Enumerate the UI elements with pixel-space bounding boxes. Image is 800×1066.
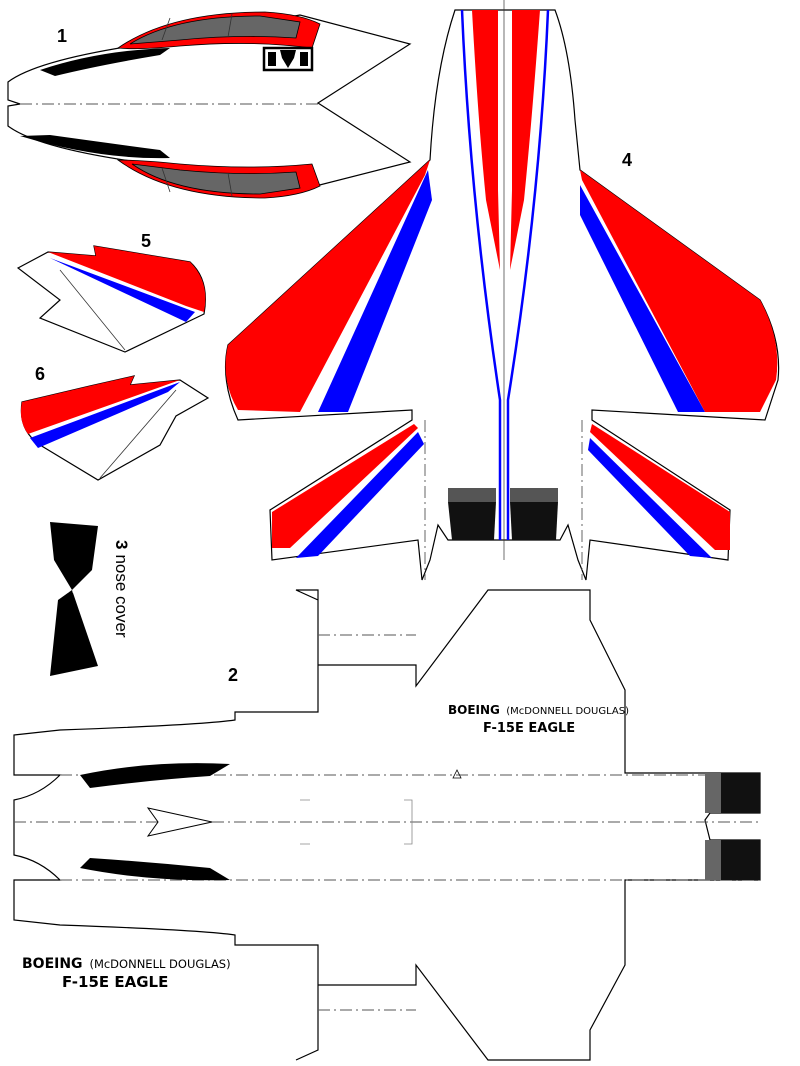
right-stab-blue bbox=[588, 438, 712, 558]
title-upper: BOEING (McDONNELL DOUGLAS) F-15E EAGLE bbox=[448, 703, 629, 736]
fin-blue-stripe bbox=[50, 258, 195, 322]
left-wing-blue bbox=[318, 170, 432, 412]
left-wing-red bbox=[225, 160, 430, 412]
part-number-4: 4 bbox=[622, 150, 632, 170]
canopy-glass-top bbox=[129, 15, 301, 45]
svg-text:BOEING (McDONNELL DOUGLA: BOEING (McDONNELL DOUGLAS) bbox=[448, 703, 629, 717]
nose-cover-shape bbox=[50, 522, 98, 676]
spine-red-stripe-right bbox=[510, 10, 540, 270]
part-number-2: 2 bbox=[228, 665, 238, 685]
fin6-red-stripe bbox=[20, 376, 180, 434]
part-number-6: 6 bbox=[35, 364, 45, 384]
title-lower: BOEING (McDONNELL DOUGLAS) F-15E EAGLE bbox=[22, 955, 231, 991]
side-exhaust-top bbox=[705, 773, 760, 813]
engine-exhaust-right bbox=[510, 488, 558, 540]
part-4-top-fuselage bbox=[224, 0, 780, 581]
side-canopy-black-bottom bbox=[80, 858, 230, 881]
part-number-1: 1 bbox=[57, 26, 67, 46]
part-3-nose-cover bbox=[50, 522, 98, 676]
left-stab-red bbox=[272, 424, 418, 548]
right-wing-blue bbox=[580, 185, 705, 412]
part-number-5: 5 bbox=[141, 231, 151, 251]
part-5-tail-fin bbox=[16, 245, 206, 353]
svg-text:F-15E EAGLE: F-15E EAGLE bbox=[62, 973, 168, 991]
engine-exhaust-left bbox=[448, 488, 496, 540]
right-stab-red bbox=[590, 424, 730, 550]
nose-black-band-bottom bbox=[20, 135, 170, 159]
side-canopy-black-top bbox=[80, 763, 230, 788]
side-exhaust-bottom bbox=[705, 840, 760, 880]
part-1-nose bbox=[7, 11, 412, 199]
left-stab-blue bbox=[296, 432, 424, 558]
fin6-blue-stripe bbox=[30, 382, 180, 448]
canopy-glass-bottom bbox=[131, 163, 301, 195]
spine-red-stripe bbox=[472, 10, 500, 270]
nose-cover-label: 3nose cover bbox=[112, 540, 131, 638]
svg-text:BOEING (McDONNELL DOUGLA: BOEING (McDONNELL DOUGLAS) bbox=[22, 955, 231, 972]
fin-red-stripe bbox=[48, 246, 206, 312]
nose-black-band-top bbox=[40, 48, 170, 76]
svg-text:F-15E EAGLE: F-15E EAGLE bbox=[483, 721, 575, 736]
part-6-tail-fin bbox=[20, 375, 210, 481]
decepticon-insignia-icon bbox=[262, 46, 314, 72]
part-2-side-fuselage bbox=[13, 589, 761, 1061]
right-wing-red bbox=[580, 170, 778, 412]
